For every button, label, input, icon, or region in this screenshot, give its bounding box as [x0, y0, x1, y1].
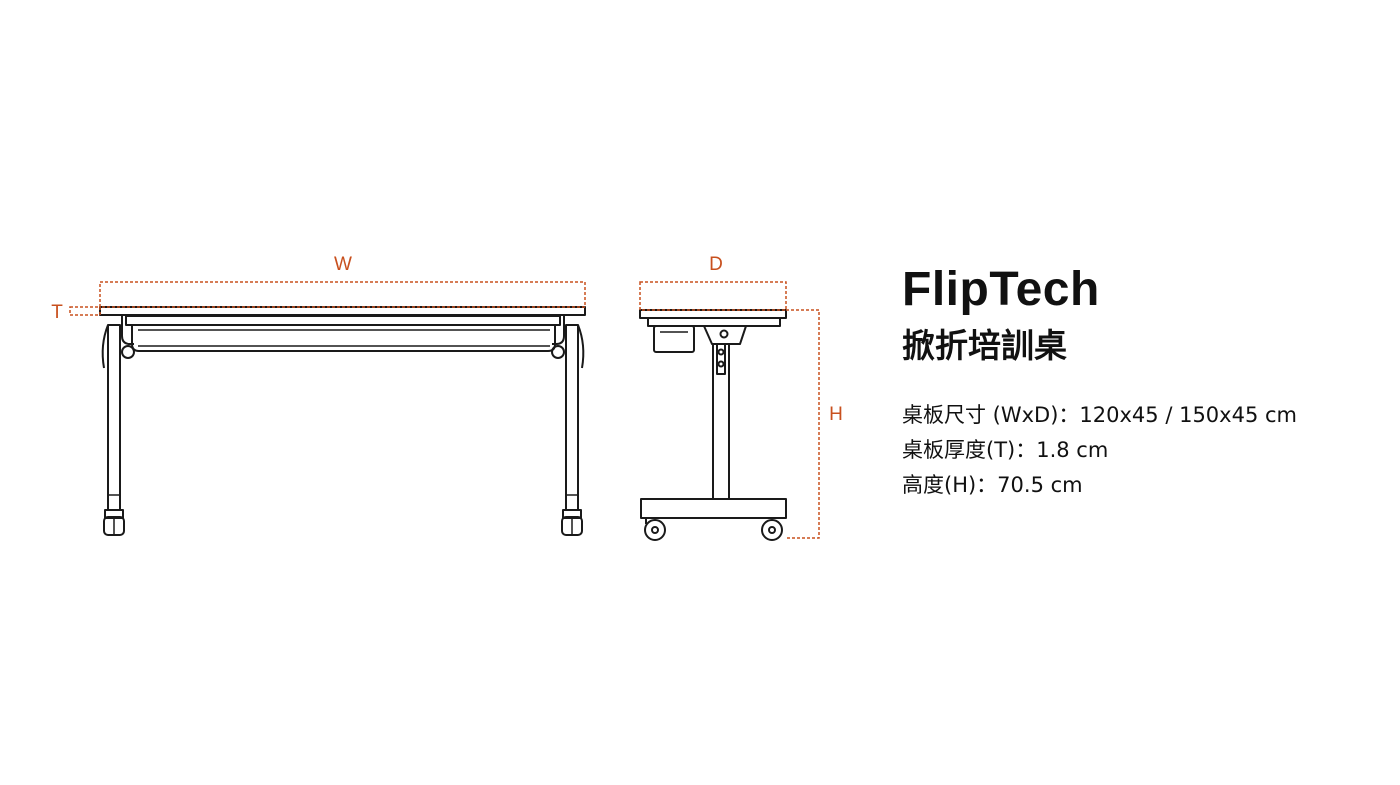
- table-front-view: [99, 306, 586, 536]
- side-tabletop: [639, 309, 787, 319]
- side-base-beam: [640, 498, 787, 519]
- side-dimensions: [639, 281, 820, 539]
- spec-list: 桌板尺寸 (WxD)：120x45 / 150x45 cm 桌板厚度(T)：1.…: [902, 398, 1382, 503]
- front-dimensions: [69, 281, 586, 316]
- thickness-dimension-box: [69, 306, 101, 316]
- width-label: W: [334, 254, 352, 275]
- front-tabletop: [99, 306, 586, 316]
- side-caster-left: [644, 519, 666, 541]
- height-label: H: [829, 404, 843, 425]
- front-left-leg: [107, 324, 121, 511]
- thickness-label: T: [51, 302, 63, 323]
- depth-dimension-box: [639, 281, 787, 311]
- side-caster-right: [761, 519, 783, 541]
- front-right-leg: [565, 324, 579, 511]
- width-dimension-box: [99, 281, 586, 308]
- spec-tabletop-size: 桌板尺寸 (WxD)：120x45 / 150x45 cm: [902, 403, 1297, 427]
- table-side-view: [639, 309, 787, 541]
- spec-panel: FlipTech 掀折培訓桌 桌板尺寸 (WxD)：120x45 / 150x4…: [902, 262, 1382, 503]
- product-subtitle: 掀折培訓桌: [902, 326, 1067, 365]
- product-name: FlipTech: [902, 263, 1100, 316]
- spec-tabletop-thickness: 桌板厚度(T)：1.8 cm: [902, 438, 1109, 462]
- height-dimension-line: [786, 309, 820, 539]
- spec-height: 高度(H)：70.5 cm: [902, 473, 1083, 497]
- depth-label: D: [709, 254, 723, 275]
- front-apron: [125, 315, 561, 326]
